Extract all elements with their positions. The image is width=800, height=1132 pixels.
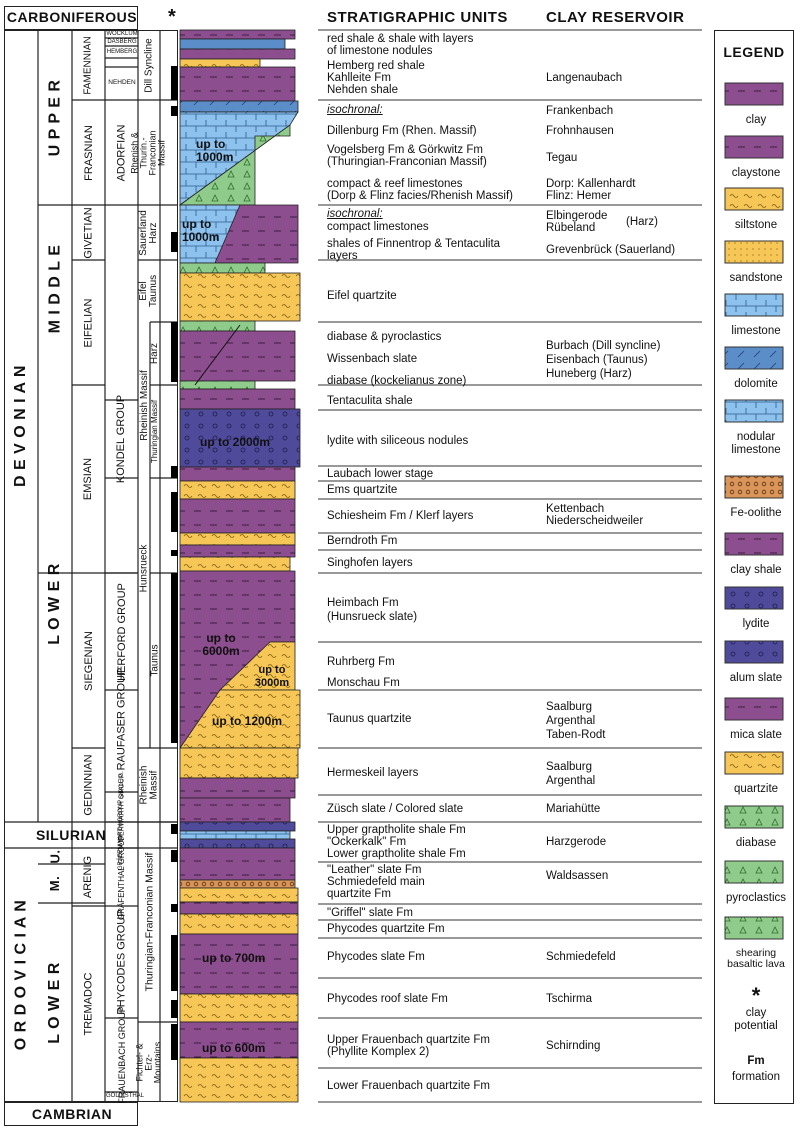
- thickness-label-8: up to 600m: [202, 1041, 266, 1055]
- units-title: STRATIGRAPHIC UNITS: [327, 9, 508, 26]
- row-16-unit: Hermeskeil layers: [327, 767, 419, 779]
- system-silurian: SILURIAN: [35, 827, 107, 843]
- row-2-isochronal: isochronal:: [327, 104, 383, 116]
- legend-shearing-basaltic-lava: shearing basaltic lava: [727, 947, 785, 970]
- row-19-res: Waldsassen: [546, 870, 609, 882]
- row-3-isochronal: isochronal:: [327, 208, 383, 220]
- legend-clay-shale: clay shale: [730, 564, 782, 576]
- row-2-reef: compact & reef limestones(Dorp & Flinz f…: [327, 178, 513, 202]
- legend-claystone: claystone: [731, 167, 781, 179]
- row-23-res: Tschirma: [546, 993, 593, 1005]
- row-3-compact: compact limestones: [327, 221, 429, 233]
- legend-alum-slate: alum slate: [729, 672, 783, 684]
- row-6-unit: Tentaculita shale: [327, 395, 413, 407]
- legend-quartzite: quartzite: [733, 783, 779, 795]
- legend-siltstone: siltstone: [734, 219, 778, 231]
- row-13-unit: Heimbach Fm(Hunsrueck slate): [327, 597, 418, 623]
- substage-hemberg: HEMBERG: [106, 49, 138, 55]
- legend-mica-slate: mica slate: [730, 729, 782, 741]
- legend-dolomite: dolomite: [734, 378, 778, 390]
- lithology-column: [178, 29, 301, 1103]
- row-22-res: Schmiedefeld: [546, 951, 616, 963]
- table-lines: [318, 29, 702, 1103]
- legend-title: LEGEND: [723, 44, 785, 60]
- row-25-unit: Lower Frauenbach quartzite Fm: [327, 1080, 490, 1092]
- row-17-unit: Züsch slate / Colored slate: [327, 803, 464, 815]
- legend-fm: Fm: [747, 1055, 765, 1067]
- substage-nehden: NEHDEN: [108, 79, 136, 86]
- legend-limestone: limestone: [731, 325, 781, 337]
- reservoir-title: CLAY RESERVOIR: [546, 9, 685, 26]
- legend-clay-potential: clay potential: [734, 1007, 778, 1032]
- row-18-unit: Upper graptholite shale Fm"Ockerkalk" Fm…: [327, 824, 466, 860]
- legend-formation: formation: [732, 1071, 780, 1083]
- carboniferous-box: [4, 6, 138, 30]
- row-7-unit: lydite with siliceous nodules: [327, 435, 469, 447]
- legend-star: *: [751, 983, 761, 1008]
- row-2-res-frankenbach: Frankenbach: [546, 105, 614, 117]
- legend-clay: clay: [745, 114, 767, 126]
- row-5-res: Burbach (Dill syncline)Eisenbach (Taunus…: [546, 340, 661, 380]
- thickness-label-3: up to 2000m: [200, 435, 271, 449]
- row-20-unit: "Griffel" slate Fm: [327, 907, 413, 919]
- row-3-res-harz: (Harz): [626, 216, 658, 228]
- row-22-unit: Phycodes slate Fm: [327, 951, 425, 963]
- substage-wocklum: WOCKLUM: [106, 31, 138, 37]
- legend-sandstone: sandstone: [729, 272, 783, 284]
- row-2-res-tegau: Tegau: [546, 152, 578, 164]
- carboniferous-label: CARBONIFEROUS: [6, 9, 138, 25]
- row-23-unit: Phycodes roof slate Fm: [327, 993, 448, 1005]
- row-11-unit: Berndroth Fm: [327, 535, 398, 547]
- row-2-res-frohnhausen: Frohnhausen: [546, 125, 614, 137]
- legend-nodular-limestone: nodular limestone: [731, 431, 781, 456]
- row-9-unit: Ems quartzite: [327, 484, 398, 496]
- row-15-unit: Taunus quartzite: [327, 713, 412, 725]
- legend-fe-oolithe: Fe-oolithe: [730, 507, 782, 519]
- row-2-dillenburg: Dillenburg Fm (Rhen. Massif): [327, 125, 477, 137]
- cambrian-label: CAMBRIAN: [31, 1106, 113, 1122]
- thickness-label-6: up to 1200m: [212, 714, 283, 728]
- row-4-unit: Eifel quartzite: [327, 290, 397, 302]
- row-8-unit: Laubach lower stage: [327, 468, 434, 480]
- clay-potential-bars: [171, 66, 178, 1060]
- substage-dasberg: DASBERG: [107, 39, 137, 45]
- legend-lydite: lydite: [742, 618, 770, 630]
- row-2-vogelsberg: Vogelsberg Fm & Görkwitz Fm(Thuringian-F…: [327, 144, 487, 168]
- row-3-res-grevenbruck: Grevenbrück (Sauerland): [546, 244, 676, 256]
- row-10-unit: Schiesheim Fm / Klerf layers: [327, 510, 474, 522]
- row-12-unit: Singhofen layers: [327, 557, 413, 569]
- clay-potential-star: *: [168, 6, 176, 28]
- thickness-label-7: up to 700m: [202, 951, 266, 965]
- row-18-res: Harzgerode: [546, 836, 607, 848]
- row-24-unit: Upper Frauenbach quartzite Fm(Phyllite K…: [327, 1034, 490, 1058]
- legend-diabase: diabase: [735, 837, 777, 849]
- row-24-res: Schirnding: [546, 1040, 601, 1052]
- group-goldisthal: GOLDISTHAL: [106, 1093, 145, 1099]
- row-17-res: Mariahütte: [546, 803, 601, 815]
- thickness-label-1: up to 1000m: [196, 137, 234, 164]
- row-21-unit: Phycodes quartzite Fm: [327, 923, 445, 935]
- legend-pyroclastics: pyroclastics: [725, 892, 787, 904]
- cambrian-box: [4, 1102, 138, 1126]
- thickness-label-2: up to 1000m: [182, 217, 220, 244]
- strat-frame: [4, 30, 178, 1102]
- row-1-res: Langenaubach: [546, 72, 623, 84]
- thickness-label-5: up to 3000m: [254, 664, 290, 689]
- thickness-label-4: up to 6000m: [202, 631, 240, 658]
